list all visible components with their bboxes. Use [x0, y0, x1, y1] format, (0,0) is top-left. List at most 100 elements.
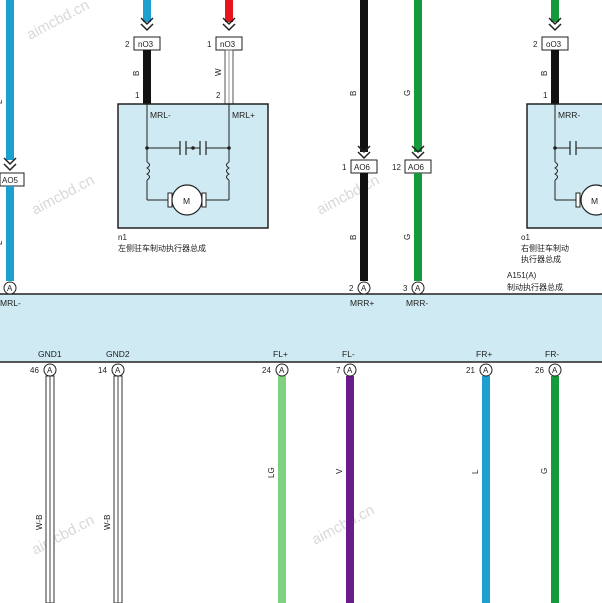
wire-blue-left-upper: [6, 0, 14, 160]
svg-text:1: 1: [135, 91, 140, 100]
wire-black-right-motor: [551, 50, 559, 105]
svg-text:n1: n1: [118, 233, 127, 242]
chevron-icon: [222, 17, 236, 26]
chevron-icon: [548, 23, 562, 32]
wire-color-label: L: [0, 99, 4, 104]
svg-text:制动执行器总成: 制动执行器总成: [507, 282, 563, 292]
wire-light-green-fl-plus: [278, 376, 286, 603]
svg-text:A: A: [7, 284, 13, 293]
wire-blue-left-lower: [6, 186, 14, 281]
ecu-pin-fl-plus: 24 A: [262, 363, 289, 377]
watermark: aimcbd.cn: [309, 501, 377, 548]
ecu-pin-fr-minus: 26 A: [535, 363, 562, 377]
ecu-pin-label: GND2: [106, 349, 130, 359]
wire-violet-fl-minus: [346, 376, 354, 603]
chevron-icon: [140, 17, 154, 26]
svg-text:3: 3: [403, 284, 408, 293]
svg-text:MRR-: MRR-: [406, 298, 428, 308]
ecu-pin-label: FL-: [342, 349, 355, 359]
wire-color-label: W: [214, 68, 223, 76]
brake-actuator-ecu: A151(A) 制动执行器总成: [0, 271, 602, 363]
svg-text:2: 2: [125, 40, 130, 49]
ecu-pin-label: GND1: [38, 349, 62, 359]
chevron-icon: [357, 145, 371, 154]
chevron-icon: [3, 163, 17, 172]
svg-text:1: 1: [543, 91, 548, 100]
right-brake-actuator: 1 MRR- M o1 右侧驻车制动 执行器总成: [521, 91, 602, 264]
chevron-icon: [3, 157, 17, 166]
connector-ao6-pin12: 12 AO6: [392, 159, 432, 174]
svg-text:A: A: [115, 366, 121, 375]
svg-text:A: A: [279, 366, 285, 375]
wire-green-fr-minus: [551, 376, 559, 603]
svg-text:nO3: nO3: [220, 40, 236, 49]
svg-text:MRR+: MRR+: [350, 298, 374, 308]
wire-black-left-motor: [143, 50, 151, 105]
left-brake-actuator: 1 2 MRL- MRL+ M n1 左侧驻车制动执行器总成: [117, 91, 269, 253]
chevron-icon: [140, 23, 154, 32]
wire-color-label: L: [471, 469, 480, 474]
watermarks: aimcbd.cn aimcbd.cn aimcbd.cn aimcbd.cn …: [24, 0, 382, 559]
svg-text:M: M: [183, 196, 190, 206]
ecu-pin-mrr-minus: 3 A MRR-: [403, 281, 428, 308]
svg-text:2: 2: [533, 40, 538, 49]
wire-color-label: G: [403, 90, 412, 96]
svg-text:右侧驻车制动: 右侧驻车制动: [521, 243, 569, 253]
motor-icon: [171, 184, 203, 216]
ecu-pin-mrl-minus: A MRL-: [0, 281, 21, 308]
connector-ao6-pin1: 1 AO6: [342, 159, 378, 174]
chevron-icon: [411, 151, 425, 160]
svg-text:MRL+: MRL+: [232, 110, 255, 120]
chevron-icon: [411, 145, 425, 154]
svg-text:A: A: [415, 284, 421, 293]
watermark: aimcbd.cn: [24, 0, 92, 44]
svg-text:46: 46: [30, 366, 39, 375]
chevron-icon: [222, 23, 236, 32]
ecu-pin-gnd1: 46 A: [30, 363, 57, 377]
wire-color-label: B: [349, 91, 358, 96]
wire-color-label: G: [540, 468, 549, 474]
wire-blue-fr-plus: [482, 376, 490, 603]
svg-text:MRL-: MRL-: [0, 298, 21, 308]
chevron-icon: [357, 151, 371, 160]
svg-text:AO6: AO6: [408, 163, 425, 172]
wire-color-label: G: [403, 234, 412, 240]
chevron-icon: [548, 17, 562, 26]
wire-green-middle-lower: [414, 173, 422, 281]
svg-text:14: 14: [98, 366, 107, 375]
wire-color-label: B: [132, 71, 141, 76]
wire-color-label: V: [335, 468, 344, 474]
svg-text:AO5: AO5: [2, 176, 19, 185]
ecu-pin-fr-plus: 21 A: [466, 363, 493, 377]
wire-black-middle-lower: [360, 173, 368, 281]
svg-text:2: 2: [216, 91, 221, 100]
svg-text:执行器总成: 执行器总成: [521, 254, 561, 264]
svg-text:o1: o1: [521, 233, 530, 242]
wire-color-label: LG: [267, 467, 276, 478]
ecu-pin-label: FR+: [476, 349, 492, 359]
wire-blue-top: [143, 0, 151, 22]
ecu-pin-gnd2: 14 A: [98, 363, 125, 377]
svg-text:AO6: AO6: [354, 163, 371, 172]
wire-color-label: W-B: [35, 515, 44, 530]
svg-text:MRL-: MRL-: [150, 110, 171, 120]
wire-red-top: [225, 0, 233, 22]
junction-ao5: AO5: [0, 172, 25, 187]
svg-text:A: A: [552, 366, 558, 375]
svg-text:1: 1: [342, 163, 347, 172]
svg-text:A: A: [347, 366, 353, 375]
svg-text:21: 21: [466, 366, 475, 375]
wire-color-label: W-B: [103, 515, 112, 530]
svg-text:左侧驻车制动执行器总成: 左侧驻车制动执行器总成: [118, 243, 206, 253]
svg-text:A151(A): A151(A): [507, 271, 537, 280]
svg-text:MRR-: MRR-: [558, 110, 580, 120]
ecu-pin-label: FL+: [273, 349, 288, 359]
wire-color-label: B: [349, 235, 358, 240]
watermark: aimcbd.cn: [29, 171, 97, 218]
connector-oo3-pin2: 2 oO3: [533, 36, 569, 51]
svg-text:7: 7: [336, 366, 341, 375]
svg-text:A: A: [361, 284, 367, 293]
wire-color-label: B: [540, 71, 549, 76]
ecu-pin-mrr-plus: 2 A MRR+: [349, 281, 374, 308]
ecu-pin-fl-minus: 7 A: [336, 363, 357, 377]
